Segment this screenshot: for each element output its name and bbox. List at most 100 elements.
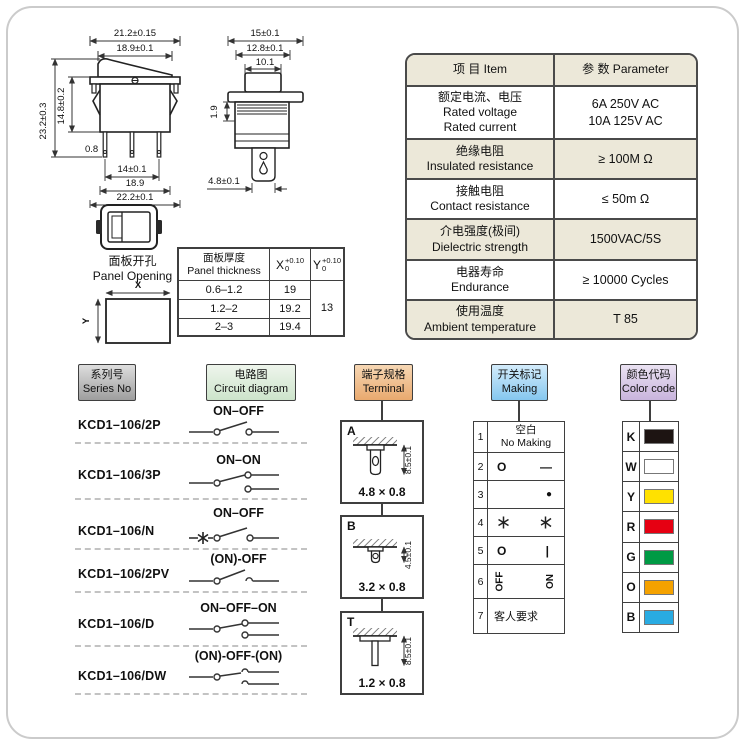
dim-label: 15±0.1 [251, 28, 280, 39]
making-row-number: 7 [474, 599, 488, 633]
y-sub: 0 [322, 263, 327, 273]
color-row-y: Y [623, 481, 678, 512]
terminal-dim-label: 4.5±0.1 [403, 541, 413, 570]
making-row-4: 4 [474, 508, 564, 536]
panel-opening-switch-icon [96, 204, 162, 250]
circuit-function-label: ON–OFF–ON [200, 601, 277, 615]
switch-body [99, 83, 171, 133]
color-swatch [644, 609, 674, 625]
making-header-en: Making [501, 382, 538, 395]
spec-row-dielectric: 介电强度(极间)Dielectric strength 1500VAC/5S [407, 218, 696, 259]
terminal-pin [102, 131, 108, 158]
spec-item-en: Rated voltage Rated current [442, 105, 518, 135]
making-row-number: 6 [474, 565, 488, 598]
circuit-momentary-on-off-icon [189, 569, 279, 585]
terminal-a-drawing: 8.5±0.1 [353, 437, 413, 476]
spec-value: ≥ 10000 Cycles [582, 272, 669, 287]
making-row-number: 5 [474, 537, 488, 564]
x-sup: +0.10 [285, 255, 304, 265]
thickness-cell: 0.6–1.2 [179, 280, 269, 299]
color-header-cn: 颜色代码 [626, 369, 671, 382]
color-row-r: R [623, 511, 678, 542]
color-row-b: B [623, 601, 678, 632]
cutout-y-label: Y [81, 317, 92, 324]
x-sub: 0 [285, 263, 290, 273]
switch-side-view-drawing: 21.2±0.15 18.9±0.1 0.8 14±0.1 18.9 [38, 28, 181, 208]
series-model: KCD1–106/3P [78, 468, 161, 482]
y-base: Y [313, 257, 322, 272]
making-custom-request: 客人要求 [494, 611, 538, 623]
marking-symbol-dot: ● [545, 489, 552, 500]
color-row-o: O [623, 571, 678, 602]
color-letter: B [623, 602, 640, 632]
circuit-momentary-on-off-on-icon [189, 668, 279, 685]
snap-clip-right [169, 89, 178, 116]
color-row-g: G [623, 541, 678, 572]
spec-item-cn: 介电强度(极间) [440, 224, 520, 239]
making-header-cn: 开关标记 [497, 369, 542, 382]
terminal-box-a: A 8.5±0.1 4.8 × 0.8 [340, 420, 424, 504]
spec-item-en: Insulated resistance [426, 159, 534, 174]
series-list: ON–OFF KCD1–106/2P ON–ON KCD1–106/3P ON–… [75, 402, 307, 695]
series-row-2p: ON–OFF KCD1–106/2P [75, 402, 307, 444]
making-header: 开关标记 Making [491, 364, 548, 401]
spec-item-cn: 绝缘电阻 [455, 143, 504, 158]
connector-line [381, 400, 383, 421]
panel-hatch [353, 539, 397, 547]
momentary-contact-icon [245, 577, 254, 582]
spec-item-cn: 额定电流、电压 [437, 89, 522, 104]
panel-opening-label-en: Panel Opening [92, 269, 173, 283]
spec-value: T 85 [613, 312, 638, 327]
circuit-on-off-icon [189, 421, 279, 436]
circuit-function-label: (ON)-OFF-(ON) [194, 649, 283, 663]
thickness-cell: 1.2–2 [179, 299, 269, 318]
terminal-letter: B [347, 519, 356, 533]
spec-header-parameter: 参 数 Parameter [582, 62, 669, 77]
terminal-box-b: B 4.5±0.1 3.2 × 0.8 [340, 515, 424, 599]
terminal-header-cn: 端子规格 [361, 369, 406, 382]
making-row-7: 7 客人要求 [474, 598, 564, 633]
color-swatch [644, 549, 674, 565]
circuit-on-off-on-icon [189, 619, 279, 639]
marking-off-label: OFF [494, 571, 506, 592]
color-code-table: K W Y R G O B [622, 421, 679, 633]
mounting-flange [227, 91, 304, 103]
circuit-diagram-header: 电路图 Circuit diagram [206, 364, 296, 401]
circuit-function-label: ON–OFF [213, 404, 264, 418]
x-cell: 19 [269, 280, 310, 299]
making-row-number: 4 [474, 509, 488, 536]
cutout-x-label: X [135, 280, 142, 291]
terminal-size: 4.8 × 0.8 [358, 485, 406, 499]
series-model: KCD1–106/D [78, 617, 155, 631]
switch-body [234, 101, 290, 149]
lamp-icon [197, 532, 209, 544]
cutout-rect [105, 298, 171, 344]
making-row-2: 2 O— [474, 452, 564, 480]
thickness-header-cn: 面板厚度 [203, 252, 245, 265]
terminal-letter: T [347, 615, 355, 629]
connector-line [381, 598, 383, 612]
rocker-actuator [244, 72, 282, 93]
dim-label: 1.9 [209, 105, 220, 118]
dim-label: 12.8±0.1 [247, 43, 284, 54]
solder-terminal [251, 147, 276, 182]
color-swatch [644, 429, 674, 445]
terminal-header-en: Terminal [362, 382, 405, 395]
color-letter: Y [623, 482, 640, 512]
terminal-size: 3.2 × 0.8 [358, 580, 406, 594]
spec-item-cn: 使用温度 [455, 304, 504, 319]
spec-value: ≤ 50m Ω [601, 191, 650, 206]
dim-label: 0.8 [85, 144, 98, 155]
color-swatch [644, 459, 674, 475]
series-model: KCD1–106/N [78, 524, 155, 538]
series-no-header: 系列号 Series No [78, 364, 136, 401]
series-row-dw: (ON)-OFF-(ON) KCD1–106/DW [75, 647, 307, 695]
lamp-half-icon [540, 516, 552, 529]
color-swatch [644, 579, 674, 595]
spec-item-en: Dielectric strength [431, 239, 529, 254]
